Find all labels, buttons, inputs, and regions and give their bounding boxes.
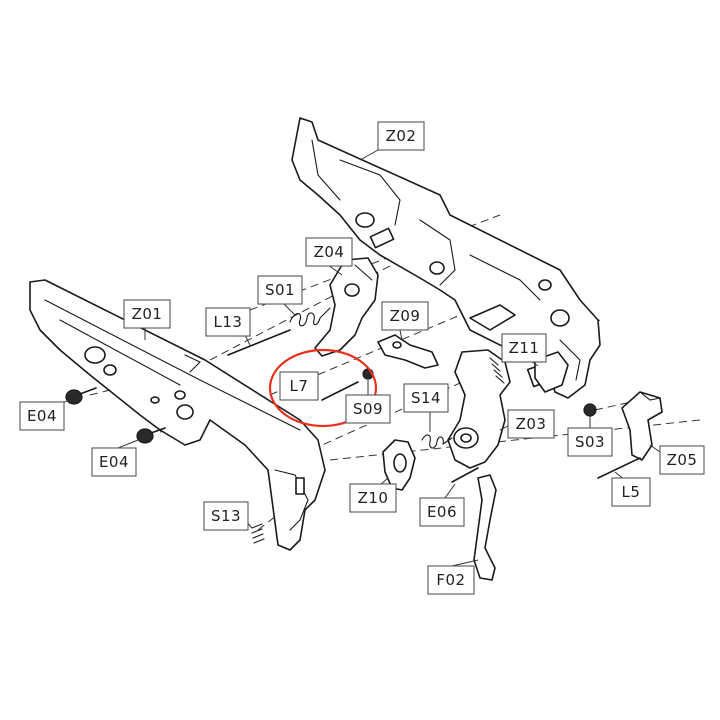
- pin-l7: [321, 381, 359, 401]
- label-z01: Z01: [123, 299, 171, 329]
- label-z04: Z04: [305, 237, 353, 267]
- svg-text:S01: S01: [265, 281, 295, 299]
- leader-s01: [282, 302, 296, 316]
- part-z04: [314, 257, 379, 357]
- label-z10: Z10: [349, 483, 397, 513]
- screw-e04-upper: [65, 387, 97, 405]
- part-z10: [382, 439, 416, 491]
- frame-part-z01: [29, 279, 326, 551]
- svg-text:Z04: Z04: [314, 243, 345, 261]
- svg-text:E04: E04: [99, 453, 129, 471]
- pin-e06: [451, 467, 479, 483]
- pin-l5: [597, 457, 641, 479]
- leader-z04: [327, 264, 343, 276]
- leader-e06: [444, 483, 456, 499]
- svg-text:E04: E04: [27, 407, 57, 425]
- svg-text:L5: L5: [622, 483, 641, 501]
- leader-e04-lower: [117, 439, 139, 449]
- spring-s03: [583, 403, 597, 417]
- label-s14: S14: [403, 383, 449, 413]
- svg-text:L13: L13: [214, 313, 243, 331]
- svg-text:S09: S09: [353, 400, 383, 418]
- svg-text:S13: S13: [211, 507, 241, 525]
- svg-text:Z01: Z01: [132, 305, 163, 323]
- svg-text:Z10: Z10: [358, 489, 389, 507]
- svg-text:Z09: Z09: [390, 307, 421, 325]
- label-e06: E06: [419, 497, 465, 527]
- svg-text:Z05: Z05: [667, 451, 698, 469]
- part-z09: [377, 334, 439, 369]
- spring-s14: [421, 434, 453, 449]
- label-l13: L13: [205, 307, 251, 337]
- pin-l13: [227, 329, 291, 356]
- part-z03: [447, 349, 511, 469]
- label-z09: Z09: [381, 301, 429, 331]
- label-z02: Z02: [377, 121, 425, 151]
- spring-s01: [289, 307, 331, 327]
- svg-text:Z03: Z03: [516, 415, 547, 433]
- label-s13: S13: [203, 501, 249, 531]
- svg-text:E06: E06: [427, 503, 457, 521]
- guide-line-lower: [329, 419, 701, 461]
- label-e04-upper: E04: [19, 401, 65, 431]
- label-z11: Z11: [501, 333, 547, 363]
- label-e04-lower: E04: [91, 447, 137, 477]
- svg-text:S03: S03: [575, 433, 605, 451]
- label-l7: L7: [279, 371, 319, 401]
- label-z03: Z03: [507, 409, 555, 439]
- svg-text:Z02: Z02: [386, 127, 417, 145]
- spring-s13: [251, 523, 265, 544]
- label-l5: L5: [611, 477, 651, 507]
- label-s03: S03: [567, 427, 613, 457]
- screw-e04-lower: [136, 427, 166, 444]
- label-s01: S01: [257, 275, 303, 305]
- label-f02: F02: [427, 565, 475, 595]
- svg-text:L7: L7: [290, 377, 309, 395]
- part-labels: Z02 Z04 S01 Z01 L13 Z09 Z11 L7: [19, 121, 705, 595]
- svg-text:S14: S14: [411, 389, 441, 407]
- guide-line-s03: [594, 399, 641, 411]
- part-z05: [621, 391, 663, 461]
- label-s09: S09: [345, 394, 391, 424]
- leader-z05: [649, 444, 661, 453]
- highlight-circle: [268, 348, 378, 428]
- leader-l13: [244, 334, 251, 346]
- frame-part-z02: [291, 117, 601, 399]
- svg-text:F02: F02: [436, 571, 465, 589]
- leader-z02: [359, 149, 379, 161]
- svg-text:Z11: Z11: [509, 339, 540, 357]
- part-f02: [473, 474, 497, 581]
- guide-line-pin-l13: [209, 244, 431, 361]
- label-z05: Z05: [659, 445, 705, 475]
- leader-f02: [451, 559, 479, 567]
- leader-z09: [399, 329, 403, 341]
